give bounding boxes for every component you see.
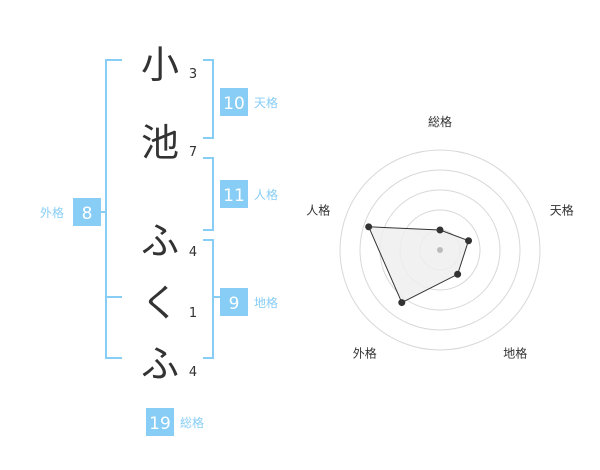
gaikaku-value: 8 [82, 204, 93, 224]
name-char-3: ふ [141, 219, 179, 263]
name-char-4: く [141, 281, 179, 325]
name-char-2: 池 [141, 121, 179, 165]
radar-center-dot [437, 247, 443, 253]
gaikaku-label: 外格 [40, 205, 64, 220]
stroke-count-4: 1 [189, 306, 197, 321]
gaikaku-bracket [105, 59, 122, 359]
stroke-count-5: 4 [189, 365, 197, 380]
gaikaku-badge [73, 198, 101, 226]
radar-point-3 [454, 270, 462, 278]
soukaku-value: 19 [149, 414, 171, 434]
jinkaku-bracket [203, 157, 214, 231]
stroke-count-3: 4 [189, 245, 197, 260]
tenkaku-value: 10 [223, 94, 245, 114]
tenkaku-badge [220, 88, 248, 116]
stroke-count-2: 7 [189, 145, 197, 160]
radar-point-5 [365, 223, 373, 231]
soukaku-badge [146, 408, 174, 436]
radar-axis-label-2: 天格 [550, 202, 574, 217]
tenkaku-label: 天格 [254, 95, 278, 110]
tenkaku-bracket [203, 59, 214, 139]
radar-ring [359, 169, 521, 331]
chikaku-bracket [203, 239, 214, 359]
name-char-5: ふ [141, 342, 179, 386]
chikaku-label: 地格 [254, 295, 278, 310]
jinkaku-badge [220, 180, 248, 208]
name-char-1: 小 [141, 43, 179, 87]
radar-axis-label-4: 外格 [353, 346, 377, 361]
radar-axis-label-5: 人格 [306, 202, 330, 217]
radar-point-1 [436, 226, 444, 234]
chikaku-badge [220, 288, 248, 316]
chikaku-value: 9 [229, 294, 240, 314]
radar-point-2 [465, 237, 473, 245]
soukaku-label: 総格 [180, 415, 204, 430]
jinkaku-value: 11 [223, 186, 245, 206]
radar-axis-label-3: 地格 [503, 346, 527, 361]
radar-point-4 [398, 299, 406, 307]
jinkaku-label: 人格 [254, 187, 278, 202]
radar-ring [339, 149, 541, 351]
name-breakdown-panel: 小 池 ふ く ふ 3 7 4 1 4 10 天格 11 人格 9 地格 8 外 [40, 43, 278, 436]
radar-axis-label-1: 総格 [428, 114, 452, 129]
stroke-count-1: 3 [189, 67, 197, 82]
radar-polygon [367, 226, 470, 304]
